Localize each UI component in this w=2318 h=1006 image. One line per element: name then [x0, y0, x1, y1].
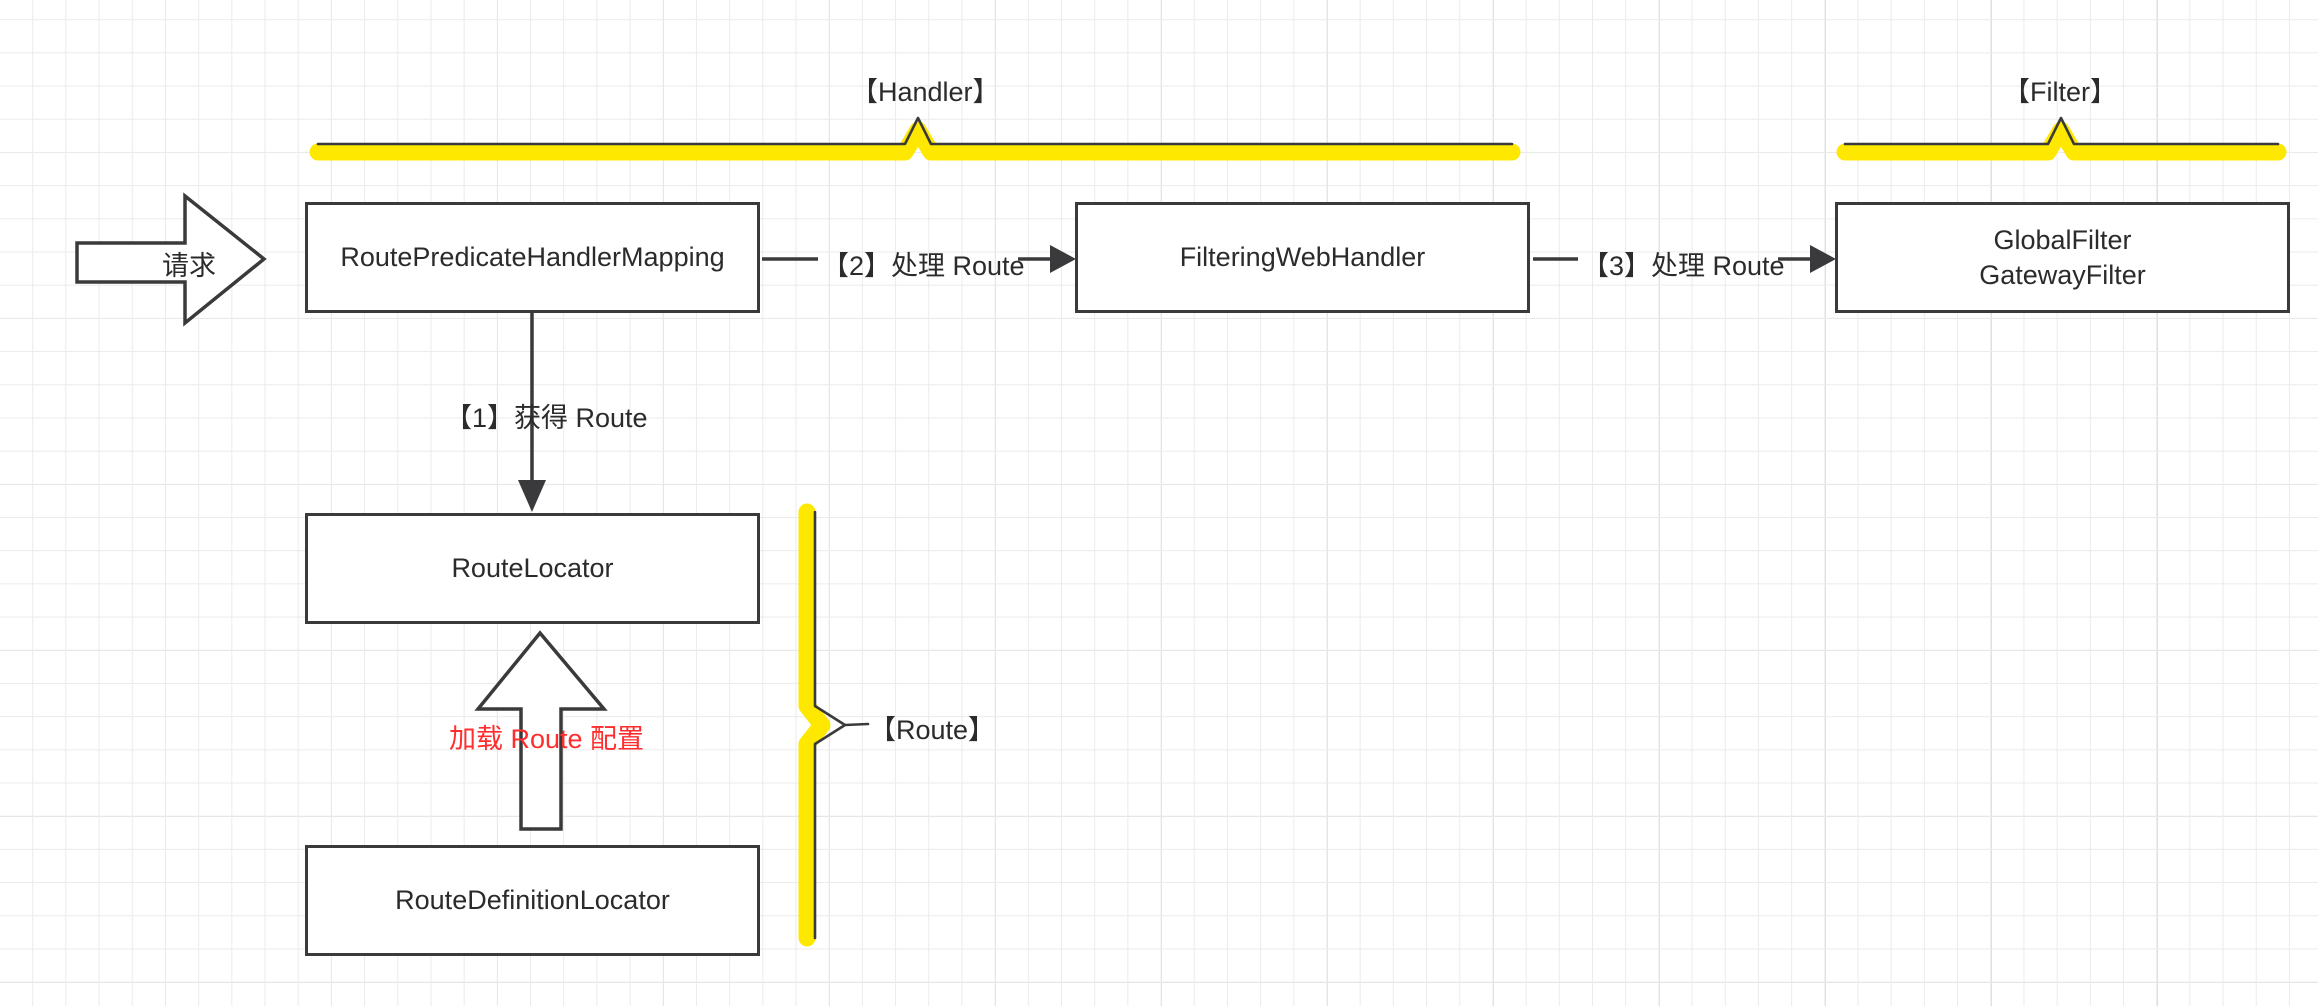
- node-global-filter[interactable]: GlobalFilter GatewayFilter: [1835, 202, 2290, 313]
- edge-label-step-1: 【1】获得 Route: [445, 403, 648, 433]
- group-label-route: 【Route】: [869, 715, 996, 745]
- edge-label-step-2: 【2】处理 Route: [822, 251, 1025, 281]
- group-label-handler: 【Handler】: [851, 77, 1000, 107]
- group-brace-route: [798, 503, 870, 947]
- node-route-definition-locator[interactable]: RouteDefinitionLocator: [305, 845, 760, 956]
- edge-label-request: 请求: [162, 251, 216, 281]
- edge-label-load-route-config: 加载 Route 配置: [449, 724, 645, 754]
- group-brace-filter: [1836, 116, 2287, 161]
- node-route-locator[interactable]: RouteLocator: [305, 513, 760, 624]
- group-label-filter: 【Filter】: [2003, 77, 2117, 107]
- group-brace-handler: [309, 116, 1521, 161]
- node-filtering-web-handler[interactable]: FilteringWebHandler: [1075, 202, 1530, 313]
- node-route-predicate-handler-mapping[interactable]: RoutePredicateHandlerMapping: [305, 202, 760, 313]
- edge-label-step-3: 【3】处理 Route: [1582, 251, 1785, 281]
